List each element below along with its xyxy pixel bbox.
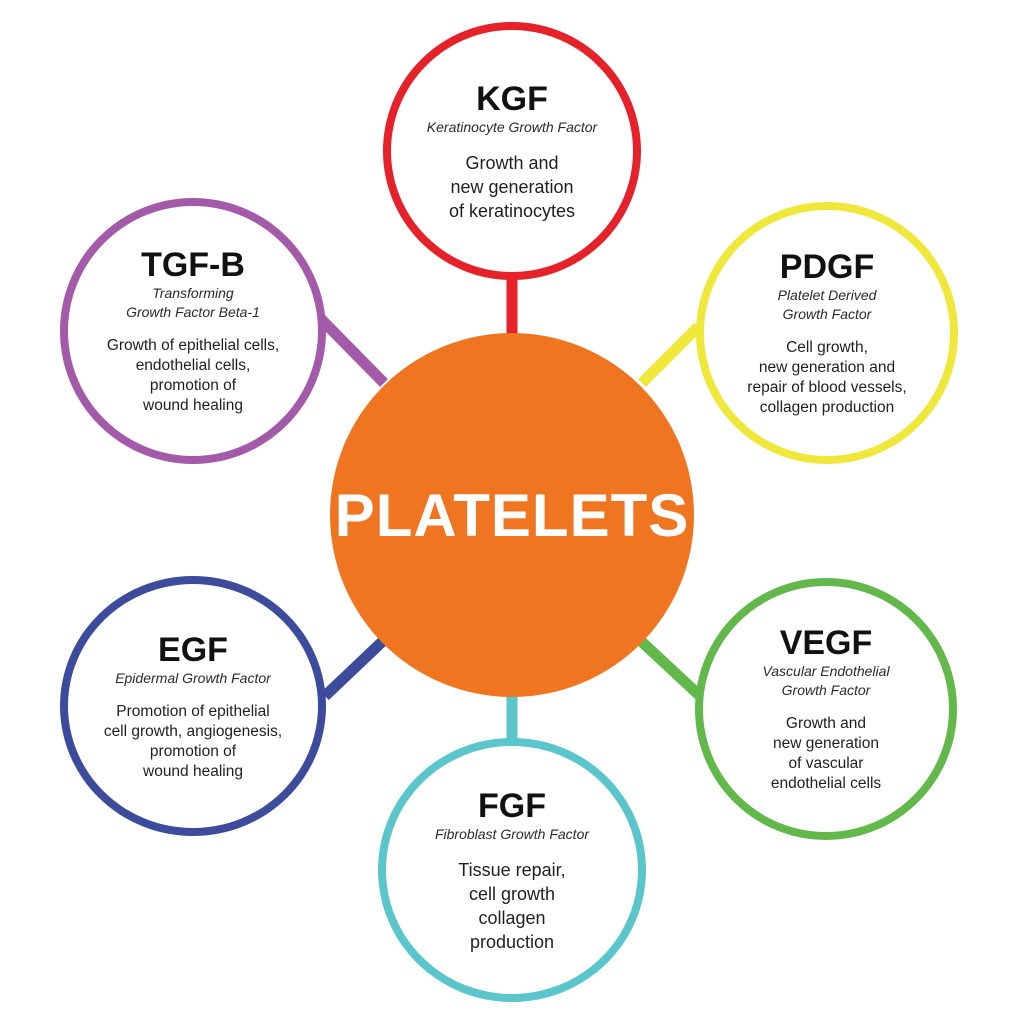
node-subtitle: Transforming Growth Factor Beta-1	[126, 285, 260, 320]
connector-egf	[321, 636, 388, 700]
node-title: EGF	[158, 630, 228, 669]
node-title: VEGF	[779, 624, 873, 662]
node-title: FGF	[478, 786, 546, 825]
node-subtitle: Keratinocyte Growth Factor	[426, 118, 598, 135]
node-description: Tissue repair, cell growth collagen prod…	[458, 859, 566, 952]
node-description: Cell growth, new generation and repair o…	[747, 339, 907, 416]
connector-tgfb	[316, 314, 388, 387]
node-kgf: KGF Keratinocyte Growth Factor Growth an…	[383, 22, 641, 280]
node-subtitle: Platelet Derived Growth Factor	[777, 287, 877, 322]
node-description: Growth of epithelial cells, endothelial …	[106, 337, 280, 414]
node-subtitle: Vascular Endothelial Growth Factor	[762, 663, 890, 698]
node-tgfb: TGF-B Transforming Growth Factor Beta-1 …	[60, 198, 326, 464]
platelets-center-circle: PLATELETS	[330, 333, 694, 697]
node-fgf: FGF Fibroblast Growth Factor Tissue repa…	[378, 738, 646, 1002]
node-subtitle: Fibroblast Growth Factor	[434, 825, 590, 842]
connector-vegf	[638, 637, 704, 701]
node-description: Growth and new generation of keratinocyt…	[448, 152, 576, 221]
node-description: Growth and new generation of vascular en…	[770, 715, 882, 792]
node-vegf: VEGF Vascular Endothelial Growth Factor …	[695, 578, 957, 840]
node-title: PDGF	[779, 248, 875, 286]
node-description: Promotion of epithelial cell growth, ang…	[103, 702, 283, 780]
node-title: TGF-B	[141, 246, 245, 284]
node-title: KGF	[476, 79, 548, 118]
center-label: PLATELETS	[334, 481, 690, 549]
node-egf: EGF Epidermal Growth Factor Promotion of…	[60, 576, 326, 836]
connector-pdgf	[638, 323, 702, 387]
node-subtitle: Epidermal Growth Factor	[115, 669, 271, 686]
node-pdgf: PDGF Platelet Derived Growth Factor Cell…	[696, 202, 958, 464]
